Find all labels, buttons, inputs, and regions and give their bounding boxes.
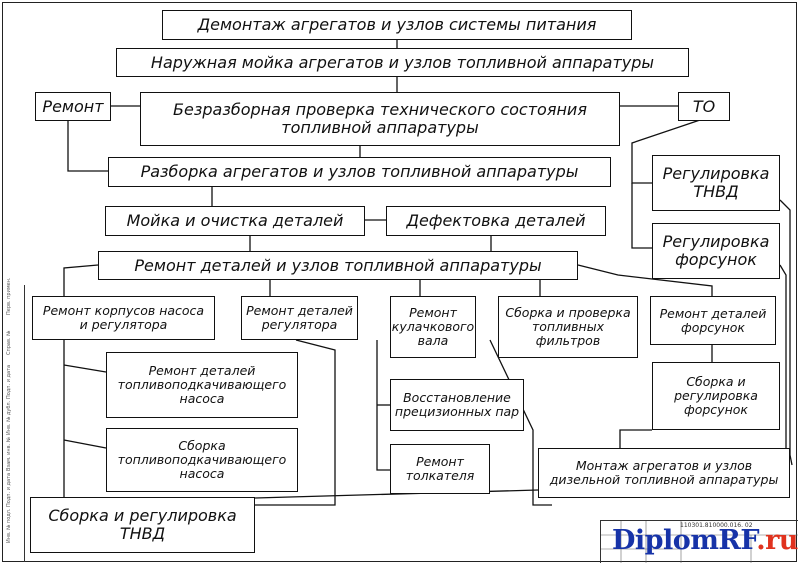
connector-line (63, 264, 99, 296)
node-mounting: Монтаж агрегатов и узлов дизельной топли… (538, 448, 790, 498)
connector-line (779, 264, 787, 480)
node-dismount: Демонтаж агрегатов и узлов системы питан… (162, 10, 632, 40)
connector-line (631, 119, 701, 184)
connector-line (255, 339, 336, 506)
node-parts-repair: Ремонт деталей и узлов топливной аппарат… (98, 251, 578, 280)
watermark-main: DiplomRF (612, 525, 757, 556)
node-injector-parts-repair: Ремонт деталей форсунок (650, 296, 776, 345)
side-stamp-strip: Инв. № подл. Подп. и дата Взам. инв. № И… (2, 277, 25, 562)
node-pusher-repair: Ремонт толкателя (390, 444, 490, 494)
node-injector-assembly: Сборка и регулировка форсунок (652, 362, 780, 430)
node-disassembly: Разборка агрегатов и узлов топливной апп… (108, 157, 611, 187)
connector-line (63, 439, 107, 449)
node-tnvd-adjust: Регулировка ТНВД (652, 155, 780, 211)
node-regulator-parts-repair: Ремонт деталей регулятора (241, 296, 358, 340)
document-code: 110301.810000.016. 02 (680, 522, 753, 529)
node-feed-pump-parts-repair: Ремонт деталей топливоподкачивающего нас… (106, 352, 298, 418)
connector-line (779, 199, 793, 466)
connector-line (376, 340, 390, 471)
connector-line (631, 183, 652, 249)
node-precision-pairs: Восстановление прецизионных пар (390, 379, 524, 431)
node-cam-shaft-repair: Ремонт кулачкового вала (390, 296, 476, 358)
connector-line (254, 489, 539, 499)
connector-line (577, 264, 713, 296)
node-external-wash: Наружная мойка агрегатов и узлов топливн… (116, 48, 689, 77)
node-parts-wash: Мойка и очистка деталей (105, 206, 365, 236)
node-repair: Ремонт (35, 92, 111, 121)
node-pump-housing-repair: Ремонт корпусов насоса и регулятора (32, 296, 215, 340)
connector-line (619, 429, 652, 448)
node-to: ТО (678, 92, 730, 121)
title-block (600, 520, 798, 563)
connector-line (67, 120, 108, 172)
node-feed-pump-assembly: Сборка топливоподкачивающего насоса (106, 428, 298, 492)
node-tnvd-assembly: Сборка и регулировка ТНВД (30, 497, 255, 553)
title-block-grid (601, 521, 798, 563)
node-filter-assembly: Сборка и проверка топливных фильтров (498, 296, 638, 358)
watermark-accent: .ru (756, 525, 799, 556)
node-injector-adjust: Регулировка форсунок (652, 223, 780, 279)
watermark-logo: DiplomRF.ru (612, 525, 799, 556)
connector-line (63, 364, 107, 373)
node-defect: Дефектовка деталей (386, 206, 606, 236)
node-diagnostic-check: Безразборная проверка технического состо… (140, 92, 620, 146)
